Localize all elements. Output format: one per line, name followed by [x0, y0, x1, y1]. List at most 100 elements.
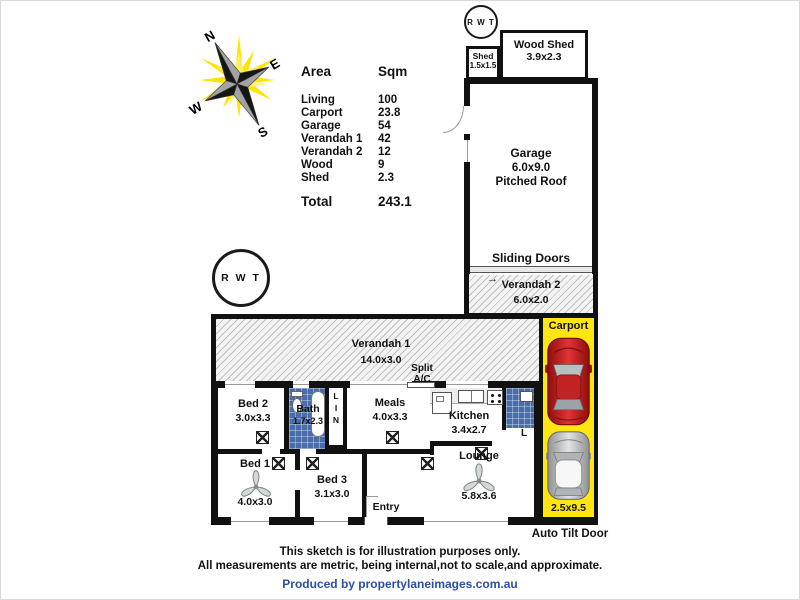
row-value: 9 — [378, 159, 385, 171]
window — [231, 517, 269, 525]
laundry-label-box — [516, 428, 534, 441]
compass-w-label: W — [187, 98, 206, 117]
wood-shed-dims: 3.9x2.3 — [526, 51, 562, 63]
rainwater-tank-left: R W T — [212, 249, 270, 307]
door-gap — [300, 449, 316, 454]
bed3-dims: 3.1x3.0 — [314, 488, 350, 500]
wall-linen-right — [343, 388, 347, 449]
verandah-2: Verandah 2 6.0x2.0 — [464, 274, 598, 318]
wall-bed3-entry — [362, 454, 367, 517]
bath-label: Bath — [296, 403, 320, 415]
garage-door-swing — [443, 106, 464, 133]
wall-linen-bottom — [327, 445, 347, 449]
wall-bed2-bottom — [218, 449, 352, 454]
garage-window — [464, 140, 470, 162]
marker-box-icon — [475, 447, 488, 460]
auto-tilt-door-label: Auto Tilt Door — [531, 528, 609, 540]
bed2-dims: 3.0x3.3 — [235, 412, 271, 424]
shed-dims: 1.5x1.5 — [469, 61, 497, 70]
rwt-label: R W T — [221, 272, 261, 284]
sliding-door-arrow-right: → — [487, 273, 498, 285]
disclaimer-line-2: All measurements are metric, being inter… — [197, 560, 603, 572]
total-value: 243.1 — [378, 194, 412, 209]
carport-dims: 2.5x9.5 — [550, 502, 587, 514]
window — [314, 517, 348, 525]
table-row: Carport 23.8 — [301, 107, 441, 120]
split-ac-label: A/C — [413, 374, 431, 385]
rainwater-tank-top: R W T — [464, 5, 498, 39]
area-table-rows: Living 100 Carport 23.8 Garage 54 Verand… — [301, 94, 441, 185]
bath-dims: 1.7x2.3 — [292, 416, 324, 426]
auto-tilt-door-wall — [539, 517, 598, 525]
window — [225, 381, 255, 388]
shed: Shed 1.5x1.5 — [466, 46, 500, 80]
marker-box-icon — [272, 457, 285, 470]
wall-bed2-bath — [284, 388, 289, 449]
entry-label: Entry — [372, 501, 400, 513]
laundry-trough-icon — [520, 391, 533, 402]
wall-laundry-left — [502, 388, 506, 430]
window — [446, 381, 488, 388]
row-label: Living — [301, 94, 335, 106]
table-row: Garage 54 — [301, 120, 441, 133]
rwt-label: R W T — [467, 17, 495, 27]
bathtub-icon — [311, 391, 325, 437]
bed3-label: Bed 3 — [317, 474, 347, 486]
row-value: 23.8 — [378, 107, 401, 119]
row-value: 12 — [378, 146, 391, 158]
bed1-dims: 4.0x3.0 — [237, 496, 273, 508]
carport: Carport — [539, 318, 598, 524]
compass-n-label: N — [202, 27, 218, 45]
kitchen-dims: 3.4x2.7 — [451, 424, 487, 436]
shed-label: Shed — [472, 51, 494, 61]
window — [424, 517, 508, 525]
toilet-bowl-icon — [292, 398, 302, 413]
verandah1-label: Verandah 1 — [351, 338, 411, 350]
verandah1-dims: 14.0x3.0 — [360, 354, 402, 366]
disclaimer-line-1: This sketch is for illustration purposes… — [279, 546, 521, 558]
sliding-door-arrow-left: ← — [546, 252, 557, 264]
table-row: Verandah 2 12 — [301, 146, 441, 159]
red-car — [545, 337, 592, 426]
table-total-row: Total 243.1 — [301, 194, 441, 209]
sink-icon — [458, 390, 484, 403]
garage-door-gap — [464, 106, 470, 134]
row-label: Wood — [301, 159, 333, 171]
row-value: 100 — [378, 94, 398, 106]
wall-bath-linen — [325, 388, 329, 449]
entry-door-gap — [364, 517, 388, 525]
compass-s-label: S — [255, 123, 270, 140]
linen-letter: N — [332, 415, 340, 425]
credit-line: Produced by propertylaneimages.com.au — [282, 577, 518, 591]
table-row: Verandah 1 42 — [301, 133, 441, 146]
linen-letter: L — [333, 391, 339, 401]
verandah2-label: Verandah 2 — [501, 279, 561, 291]
garage-label: Garage — [510, 146, 552, 160]
row-label: Verandah 2 — [301, 146, 363, 158]
meals-label: Meals — [374, 397, 406, 409]
lounge-dims: 5.8x3.6 — [461, 490, 497, 502]
ceiling-fan-icon — [241, 470, 271, 497]
stove-icon — [487, 390, 503, 405]
house-wall-right — [534, 381, 541, 525]
row-value: 2.3 — [378, 172, 394, 184]
area-column-header: Area — [301, 64, 332, 79]
meals-dims: 4.0x3.3 — [372, 411, 408, 423]
kitchen-label: Kitchen — [448, 410, 490, 422]
linen-closet-label: L I N — [329, 391, 343, 425]
marker-box-icon — [386, 431, 399, 444]
compass-e-label: E — [267, 55, 282, 72]
garage-dims: 6.0x9.0 — [511, 162, 551, 174]
area-table: Area Sqm Living 100 Carport 23.8 Garage … — [301, 64, 441, 209]
bed2-label: Bed 2 — [238, 398, 268, 410]
wall-lounge-stub — [430, 441, 434, 455]
door-gap — [262, 449, 280, 454]
sliding-doors-label: Sliding Doors — [492, 251, 570, 265]
total-label: Total — [301, 194, 333, 209]
silver-car — [546, 431, 591, 500]
ac-unit-icon — [407, 382, 435, 388]
row-label: Carport — [301, 107, 343, 119]
window — [293, 381, 309, 388]
row-value: 42 — [378, 133, 391, 145]
